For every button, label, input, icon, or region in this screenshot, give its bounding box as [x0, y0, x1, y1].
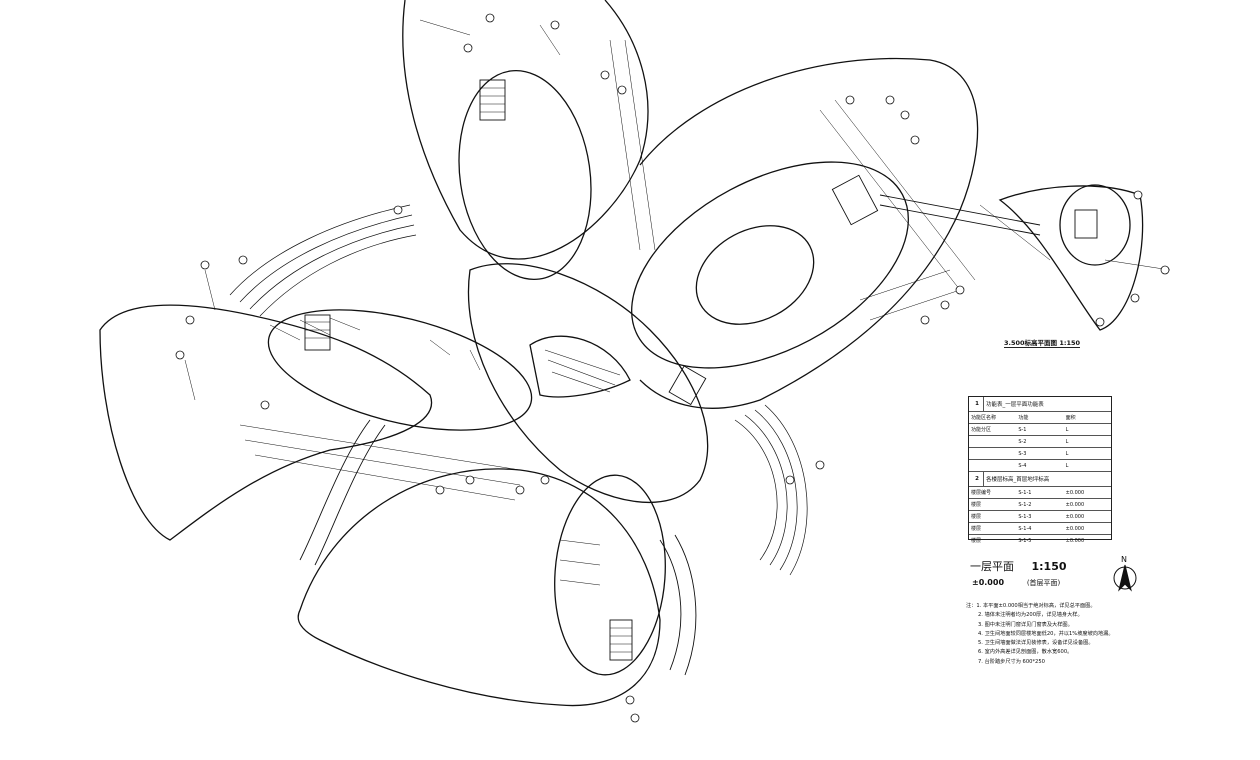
legend-table: 1 功能表_一层平面功能表 功能区名称 功能 面积 功能分区 S-1 L S-2…	[968, 396, 1112, 544]
elevation-note: (首层平面)	[1026, 579, 1061, 587]
legend-row: 功能分区 S-1 L	[969, 424, 1111, 436]
legend-row: 楼层 S-1-3 ±0.000	[969, 511, 1111, 523]
west-stair-core	[304, 314, 331, 351]
north-label: N	[1121, 555, 1127, 564]
west-petal-outline	[99, 304, 433, 541]
west-terrace-stairs	[229, 204, 411, 296]
note-line: 5. 卫生间墙面做法详见装修表，设备详见设备图。	[978, 640, 1094, 647]
legend-row: 楼层 S-1-2 ±0.000	[969, 499, 1111, 511]
north-petal-outline	[402, 0, 649, 260]
small-pod-hall	[1059, 184, 1131, 266]
pod-stair-core	[1074, 209, 1098, 239]
legend-row: 楼层 S-1-4 ±0.000	[969, 523, 1111, 535]
elevation-value: ±0.000	[972, 578, 1005, 587]
central-core	[467, 263, 709, 503]
central-amphitheatre	[529, 335, 631, 398]
south-hall	[554, 474, 666, 676]
east-stair-core	[831, 174, 879, 226]
plan-title-block: 一层平面 1:150 ±0.000 (首层平面)	[970, 558, 1170, 598]
legend-row: 功能区名称 功能 面积	[969, 412, 1111, 424]
note-line: 3. 图中未注明门窗详见门窗表及大样图。	[978, 621, 1073, 628]
south-stair-core	[609, 619, 633, 661]
legend-section-2-header: 2 各楼层标高_首层地坪标高	[969, 472, 1111, 487]
west-hall	[267, 309, 533, 431]
east-terrace-stairs	[734, 419, 778, 561]
north-stair-core	[479, 79, 506, 121]
note-line: 7. 台阶踏步尺寸为 600*250	[978, 658, 1045, 665]
note-line: 2. 墙体未注明者均为200厚，详见墙身大样。	[978, 612, 1083, 619]
east-hall-inner	[695, 225, 815, 325]
legend-row: S-2 L	[969, 436, 1111, 448]
east-petal-outline	[639, 57, 979, 409]
legend-row: 楼层编号 S-1-1 ±0.000	[969, 487, 1111, 499]
legend-section-1-header: 1 功能表_一层平面功能表	[969, 397, 1111, 412]
north-hall	[458, 69, 592, 281]
plan-title: 一层平面 1:150	[970, 558, 1067, 574]
upper-plan-label: 3.500标高平面图 1:150	[1004, 339, 1081, 348]
legend-row: 楼层 S-1-5 ±0.000	[971, 537, 1085, 545]
note-line: 6. 室内外高差详见剖面图，散水宽600。	[978, 649, 1073, 656]
legend-section-1-title: 功能表_一层平面功能表	[986, 402, 1044, 408]
note-line: 4. 卫生间地面较同层楼地面低20，并以1%坡度坡向地漏。	[978, 630, 1114, 637]
legend-section-1-number: 1	[969, 397, 984, 411]
central-stair-core	[668, 365, 707, 406]
legend-section-2-title: 各楼层标高_首层地坪标高	[986, 477, 1050, 483]
elevation-label: ±0.000 (首层平面)	[972, 578, 1060, 588]
small-east-pod-outline	[998, 185, 1144, 331]
drawing-notes: 注：1. 本平面±0.000相当于绝对标高，详见总平面图。 2. 墙体未注明者均…	[966, 602, 1181, 667]
note-line: 注：1. 本平面±0.000相当于绝对标高，详见总平面图。	[966, 603, 1096, 609]
legend-section-2-number: 2	[969, 472, 984, 486]
plan-title-text: 一层平面	[970, 560, 1014, 573]
legend-row: S-3 L	[969, 448, 1111, 460]
plan-scale: 1:150	[1031, 560, 1067, 573]
legend-row: S-4 L	[969, 460, 1111, 472]
north-arrow-icon	[1113, 564, 1137, 592]
south-petal-outline	[297, 468, 661, 707]
east-hall	[631, 161, 909, 369]
